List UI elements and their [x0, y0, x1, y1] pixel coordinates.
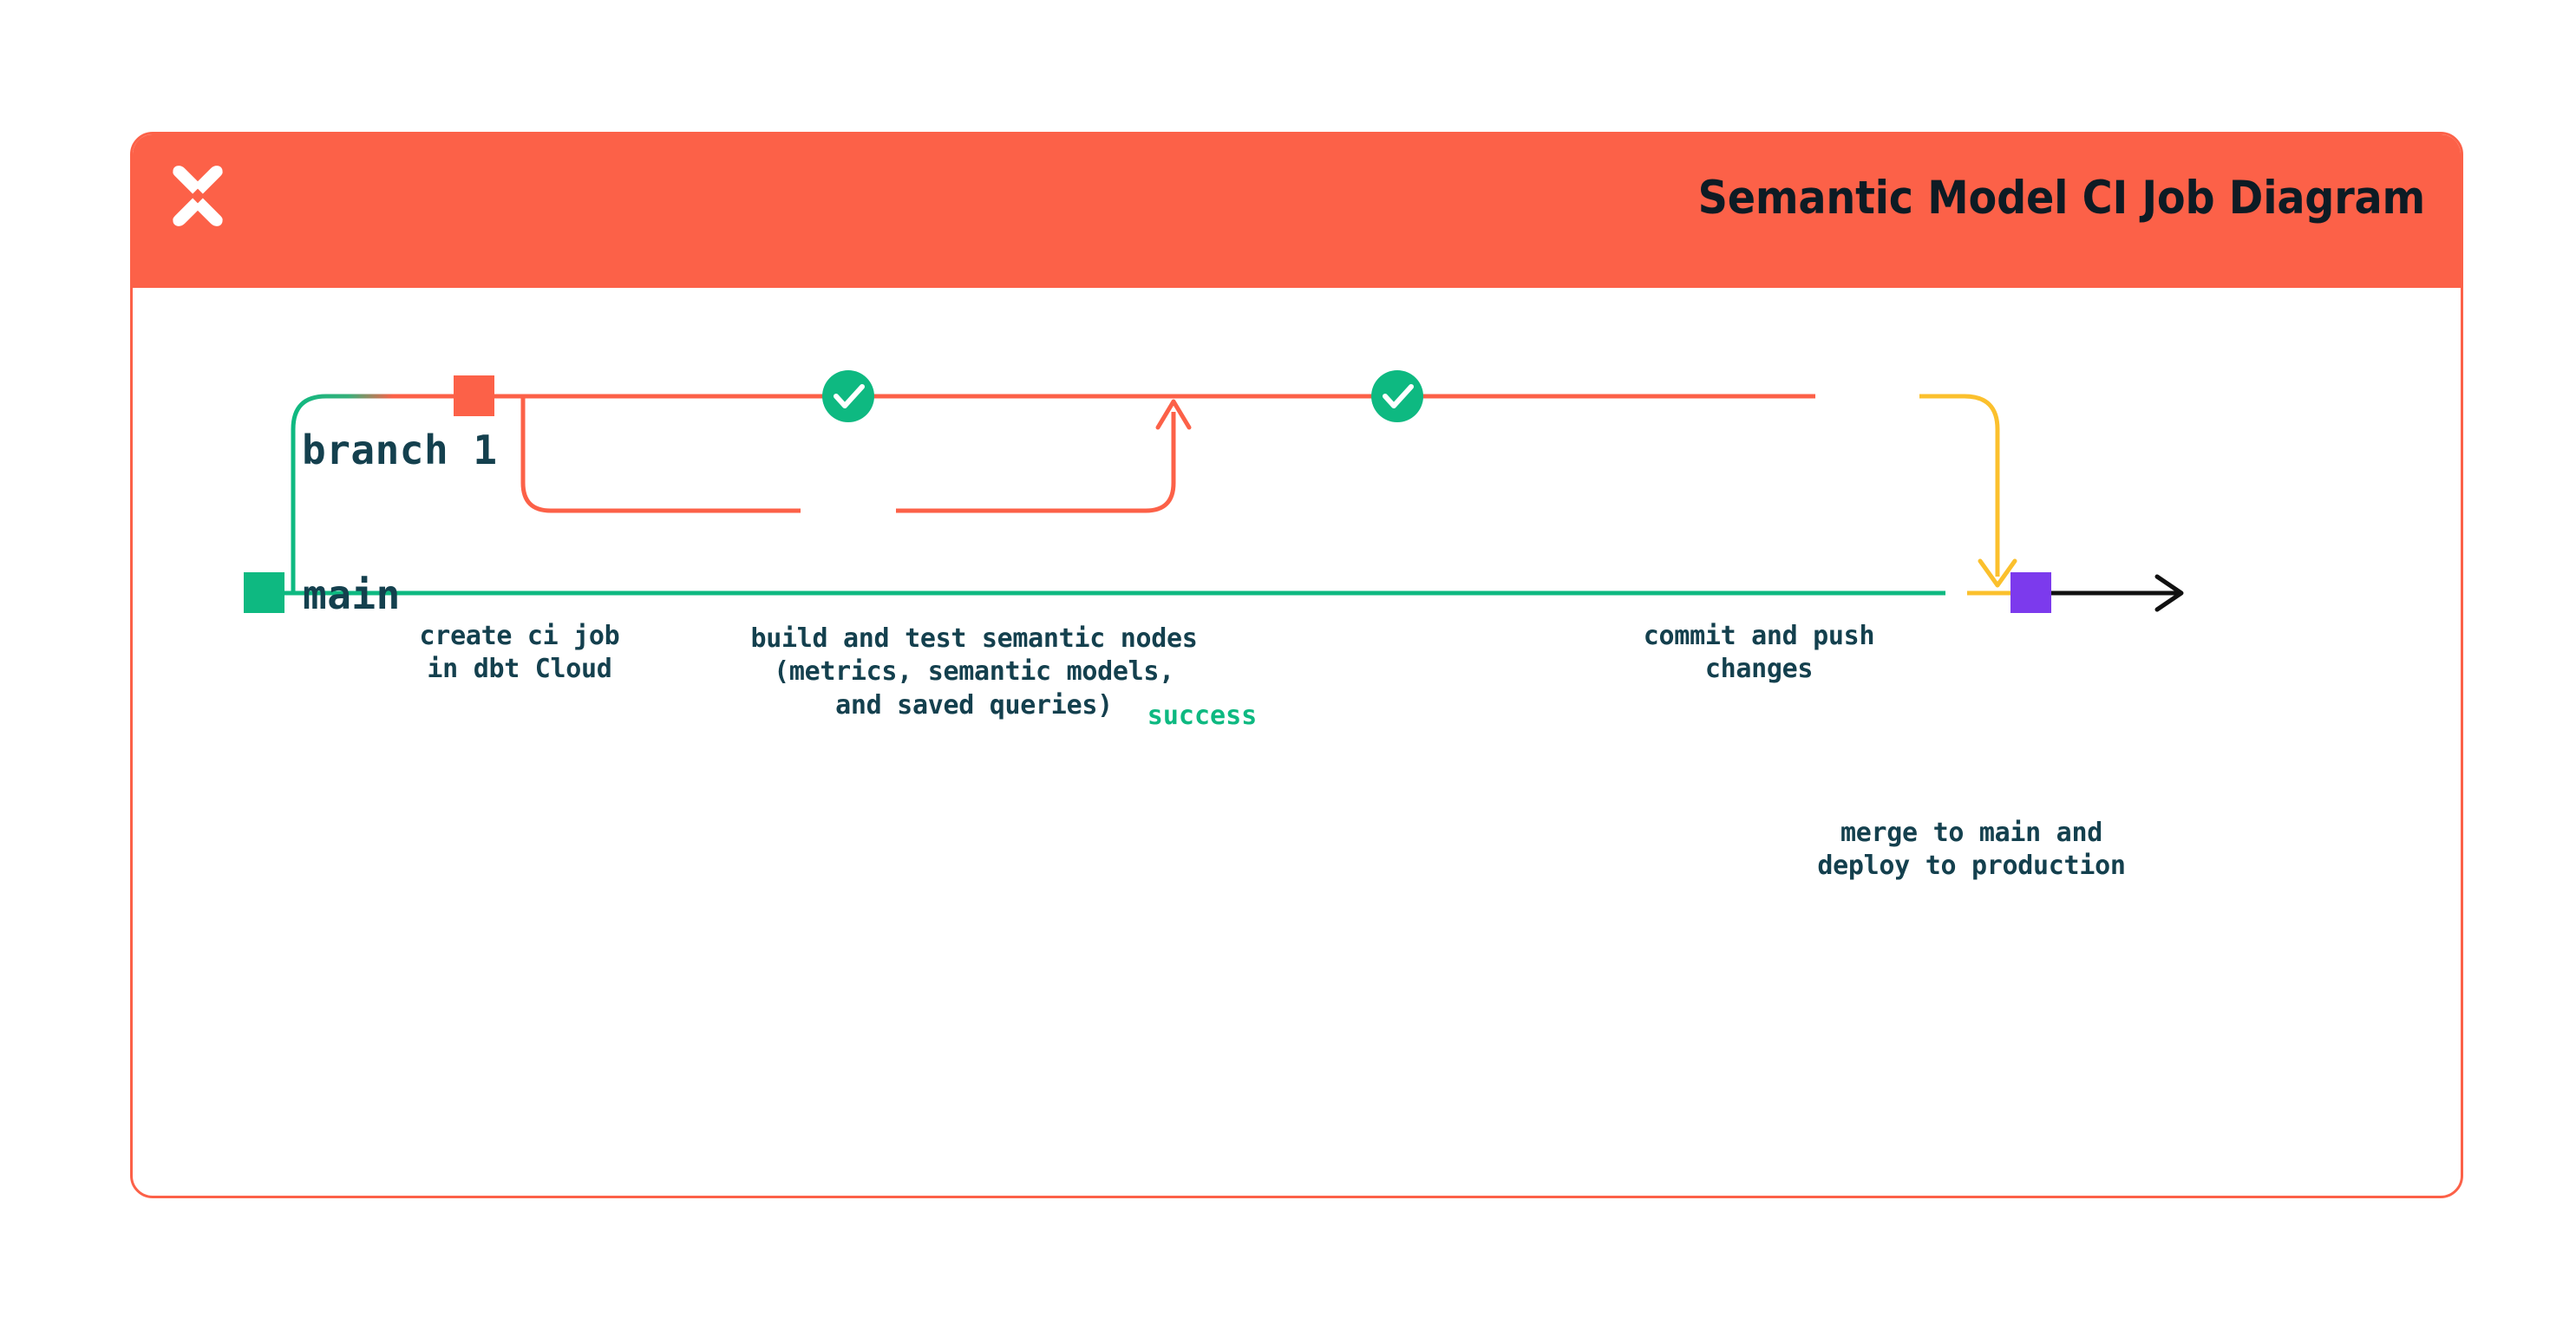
node-label-merge-to-main: merge to main and deploy to production	[1817, 818, 2126, 882]
card-header: Semantic Model CI Job Diagram	[133, 134, 2461, 288]
success-loop-right	[896, 412, 1176, 513]
success-loop-left	[520, 396, 801, 513]
success-label-backdrop	[801, 493, 896, 528]
branch-off-curve	[291, 394, 396, 596]
commit-and-push-check-circle-icon	[1371, 370, 1423, 422]
edge-label-success: success	[1147, 701, 1258, 731]
create-ci-job-square	[454, 375, 494, 416]
diagram-card: Semantic Model CI Job Diagram	[130, 132, 2463, 1198]
main-commit-square	[244, 572, 284, 613]
merge-commit-square	[2010, 572, 2051, 613]
merge-drop-arrowhead	[1978, 558, 2017, 588]
merge-drop-line	[1919, 394, 2000, 577]
lane-label-main: main	[303, 571, 401, 618]
lane-label-branch1: branch 1	[302, 427, 498, 473]
success-loop-arrowhead	[1155, 399, 1192, 430]
node-label-commit-and-push: commit and push changes	[1643, 621, 1875, 685]
page-title: Semantic Model CI Job Diagram	[1697, 172, 2426, 225]
dbt-logo-icon	[173, 166, 223, 226]
diagram-canvas: branch 1 main create ci job in dbt Cloud…	[133, 290, 2461, 1196]
diagram-graphics	[244, 370, 2184, 613]
node-label-build-and-test: build and test semantic nodes (metrics, …	[750, 623, 1198, 721]
node-label-create-ci-job: create ci job in dbt Cloud	[419, 621, 620, 685]
main-continue-arrowhead	[2154, 574, 2184, 612]
build-and-test-check-circle-icon	[822, 370, 874, 422]
